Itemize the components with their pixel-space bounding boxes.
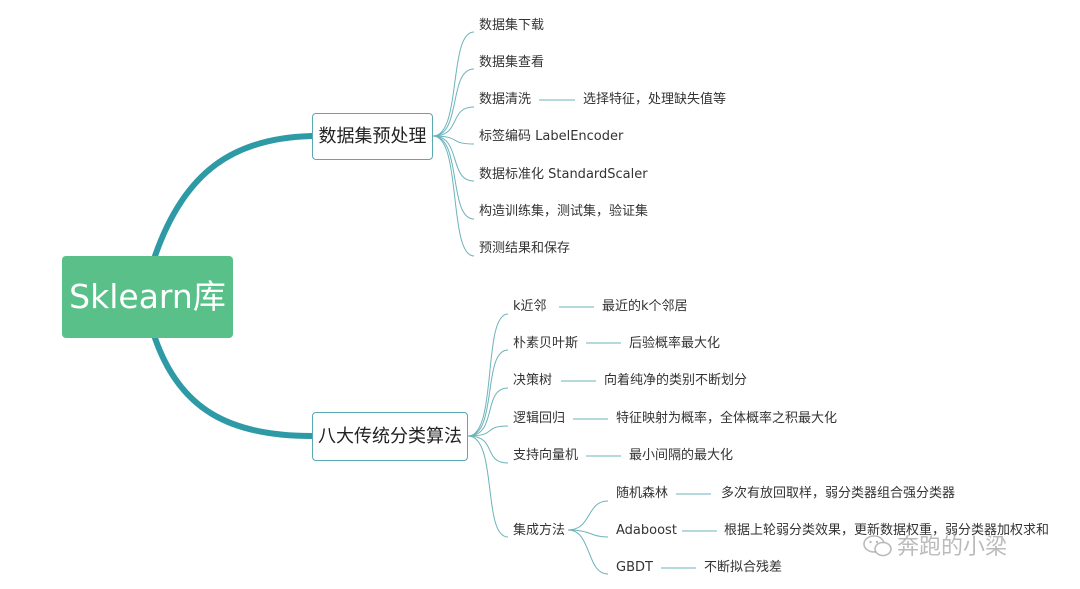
leaf-decision-tree: 决策树 xyxy=(513,373,553,388)
note-gbdt: 不断拟合残差 xyxy=(704,560,783,575)
note-data-cleaning: 选择特征，处理缺失值等 xyxy=(583,92,727,107)
note-naive-bayes: 后验概率最大化 xyxy=(629,336,721,351)
branch-1-connector-2 xyxy=(432,68,475,137)
leaf-dataset-view: 数据集查看 xyxy=(479,55,545,70)
wechat-icon xyxy=(863,535,892,557)
branch-node-preprocessing: 数据集预处理 xyxy=(312,113,433,160)
watermark: 奔跑的小梁 xyxy=(863,529,1007,561)
note-svm: 最小间隔的最大化 xyxy=(629,448,734,463)
branch-1-connector-7 xyxy=(432,135,475,257)
leaf-label-encoding: 标签编码 LabelEncoder xyxy=(479,129,624,144)
leaf-random-forest: 随机森林 xyxy=(616,486,669,501)
note-random-forest: 多次有放回取样，弱分类器组合强分类器 xyxy=(721,486,956,501)
branch-1-connector-6 xyxy=(432,135,475,220)
leaf-ensemble: 集成方法 xyxy=(513,523,566,538)
branch-2-connector-1 xyxy=(467,313,509,437)
note-logistic-regression: 特征映射为概率，全体概率之积最大化 xyxy=(616,411,838,426)
ensemble-connector-3 xyxy=(567,529,609,575)
leaf-gbdt: GBDT xyxy=(616,560,653,575)
leaf-knn: k近邻 xyxy=(513,299,547,314)
leaf-adaboost: Adaboost xyxy=(616,523,677,538)
branch-2-connector-6 xyxy=(467,435,509,538)
leaf-naive-bayes: 朴素贝叶斯 xyxy=(513,336,579,351)
ensemble-connector-1 xyxy=(567,500,609,531)
leaf-data-cleaning: 数据清洗 xyxy=(479,92,532,107)
branch-1-connector-1 xyxy=(432,31,475,137)
leaf-dataset-download: 数据集下载 xyxy=(479,18,545,33)
branch-2-connector-5 xyxy=(467,435,509,464)
note-knn: 最近的k个邻居 xyxy=(602,299,688,314)
leaf-predict-save: 预测结果和保存 xyxy=(479,241,571,256)
note-adaboost: 根据上轮弱分类效果，更新数据权重，弱分类器加权求和 xyxy=(724,523,1050,538)
branch-1-connector-3 xyxy=(432,106,475,137)
branch-node-classifiers: 八大传统分类算法 xyxy=(312,412,468,461)
root-to-branch-1-connector xyxy=(152,133,315,259)
leaf-logistic-regression: 逻辑回归 xyxy=(513,411,566,426)
leaf-standardization: 数据标准化 StandardScaler xyxy=(479,167,648,182)
branch-2-connector-3 xyxy=(467,387,509,437)
leaf-svm: 支持向量机 xyxy=(513,448,579,463)
root-node: Sklearn库 xyxy=(62,256,233,338)
note-decision-tree: 向着纯净的类别不断划分 xyxy=(604,373,748,388)
ensemble-connector-2 xyxy=(567,529,609,538)
leaf-build-datasets: 构造训练集，测试集，验证集 xyxy=(479,204,649,219)
branch-1-connector-5 xyxy=(432,135,475,182)
watermark-text: 奔跑的小梁 xyxy=(897,535,1008,560)
branch-1-connector-4 xyxy=(432,135,475,145)
branch-2-connector-2 xyxy=(467,349,509,437)
branch-2-connector-4 xyxy=(467,425,509,437)
root-to-branch-2-connector xyxy=(152,335,315,439)
